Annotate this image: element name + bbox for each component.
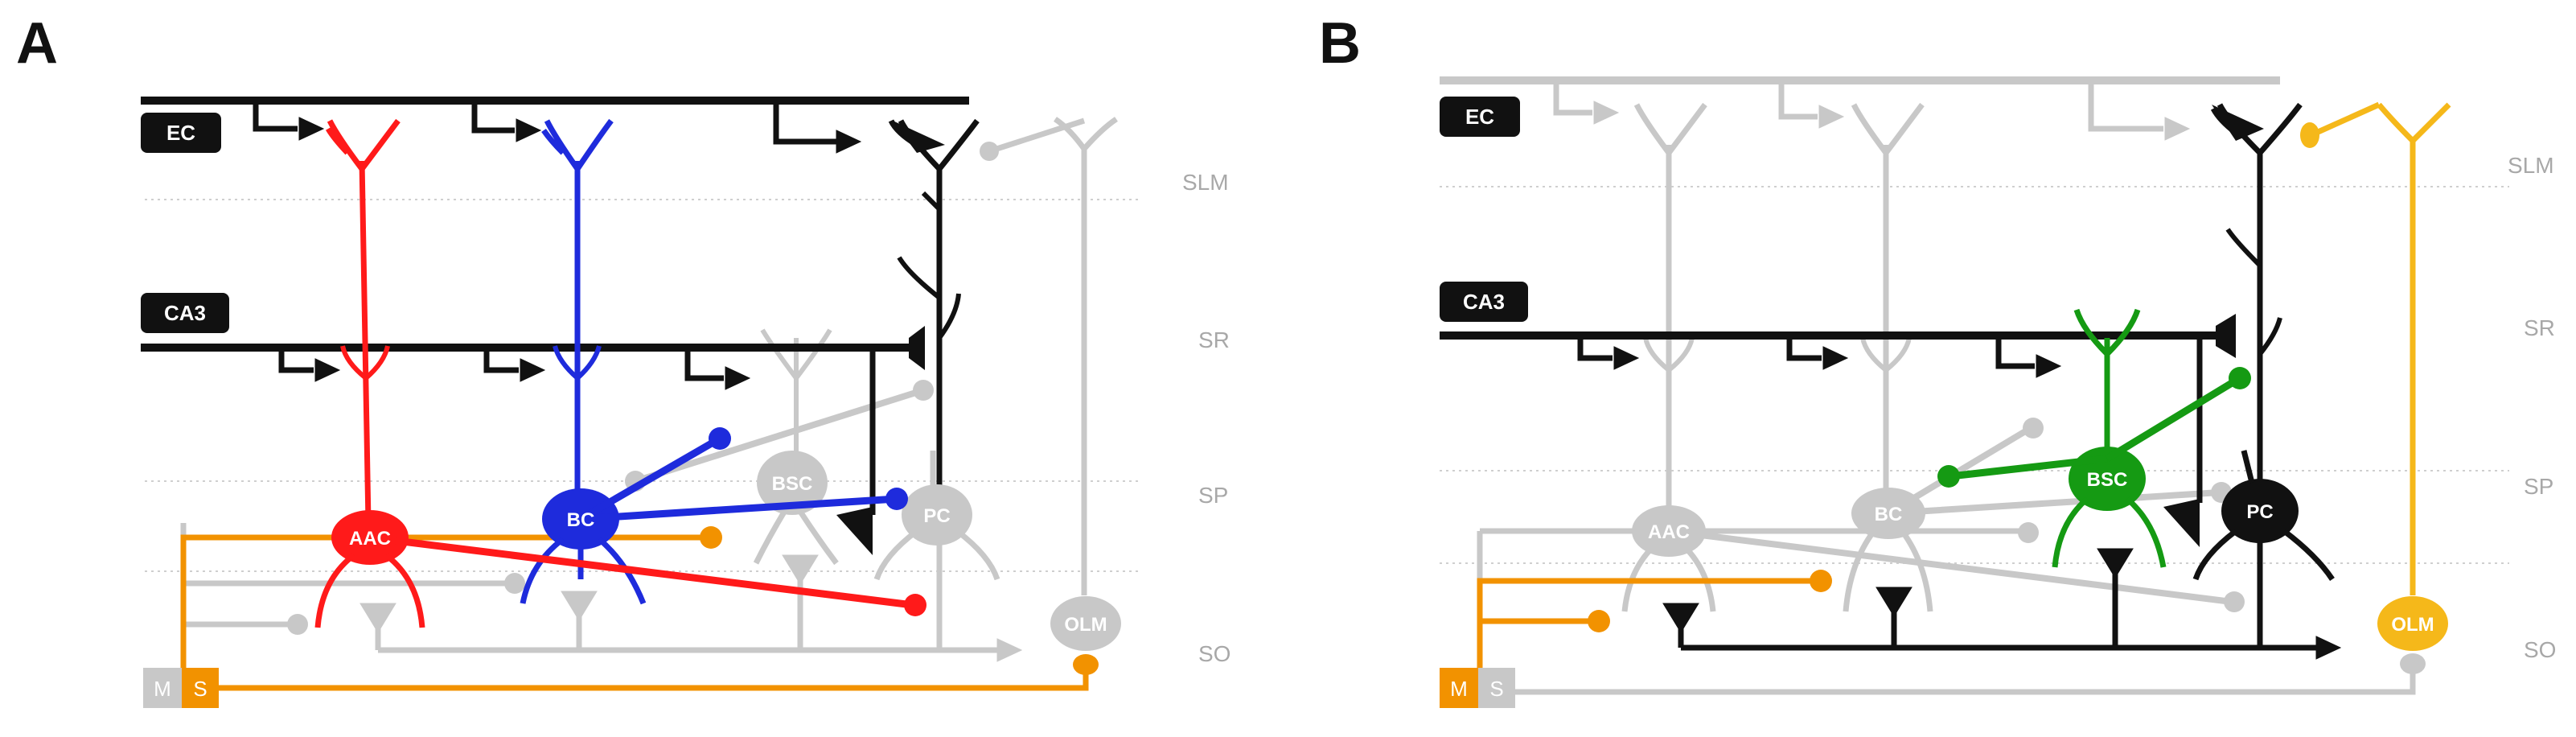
layer-label-so-b: SO bbox=[2524, 637, 2556, 662]
layer-label-so: SO bbox=[1198, 641, 1230, 666]
pc-label-b: PC bbox=[2246, 501, 2273, 523]
septum-s-label-b: S bbox=[1489, 677, 1503, 701]
septal-axon-orange-b bbox=[1477, 570, 1832, 692]
ec-axon-gray-b bbox=[1440, 76, 2280, 141]
so-axon-black-b bbox=[1662, 548, 2341, 660]
bsc-label-a: BSC bbox=[772, 473, 813, 495]
bc-cell-a bbox=[520, 118, 908, 605]
septum-m-label-b: M bbox=[1450, 677, 1468, 701]
ec-label-a: EC bbox=[166, 121, 195, 145]
panel-a: A SLM SR SP SO OLM BSC bbox=[16, 11, 1230, 708]
panel-letter-a: A bbox=[16, 11, 58, 76]
bc-label-a: BC bbox=[567, 509, 595, 531]
olm-label-a: OLM bbox=[1064, 614, 1107, 636]
bsc-cell-b bbox=[1937, 308, 2251, 568]
septum-s-box-a bbox=[182, 668, 219, 708]
ca3-axon-a bbox=[141, 326, 925, 555]
aac-cell-a bbox=[314, 118, 926, 628]
septum-s-box-b bbox=[1478, 668, 1515, 708]
ca3-box-b bbox=[1440, 282, 1528, 322]
olm-label-b: OLM bbox=[2391, 614, 2434, 636]
olm-cell-b bbox=[2300, 101, 2451, 651]
olm-cell-gray bbox=[980, 117, 1121, 651]
panel-b: B SLM SR SP SO EC bbox=[1319, 11, 2556, 708]
layer-label-sp-b: SP bbox=[2524, 474, 2553, 499]
pc-cell-a bbox=[873, 118, 1000, 650]
ec-label-b: EC bbox=[1465, 105, 1494, 129]
panel-letter-b: B bbox=[1319, 11, 1361, 76]
septum-m-box-b bbox=[1440, 668, 1478, 708]
aac-label-b: AAC bbox=[1648, 521, 1690, 543]
ec-box-a bbox=[141, 113, 221, 153]
ec-axon-a bbox=[141, 97, 969, 154]
layer-label-sp: SP bbox=[1198, 483, 1228, 508]
layer-label-sr-b: SR bbox=[2524, 315, 2555, 340]
bsc-cell-gray bbox=[625, 328, 934, 566]
pc-label-a: PC bbox=[923, 505, 950, 527]
septum-m-box-a bbox=[143, 668, 182, 708]
layer-label-slm: SLM bbox=[1182, 170, 1229, 195]
layer-label-slm-b: SLM bbox=[2508, 153, 2554, 178]
septal-axon-orange-a bbox=[180, 526, 1099, 692]
bc-label-b: BC bbox=[1875, 504, 1903, 525]
septum-m-label-a: M bbox=[154, 677, 171, 701]
aac-bc-gray-b bbox=[1477, 102, 2426, 695]
ca3-label-b: CA3 bbox=[1463, 290, 1505, 314]
pc-cell-b bbox=[2192, 102, 2335, 648]
ec-box-b bbox=[1440, 97, 1520, 137]
aac-label-a: AAC bbox=[349, 528, 391, 550]
ca3-axon-b bbox=[1440, 314, 2236, 547]
layer-label-sr: SR bbox=[1198, 327, 1230, 352]
septum-s-label-a: S bbox=[193, 677, 207, 701]
ca3-label-a: CA3 bbox=[164, 301, 206, 325]
ca3-box-a bbox=[141, 293, 229, 333]
bsc-label-b: BSC bbox=[2087, 469, 2128, 491]
